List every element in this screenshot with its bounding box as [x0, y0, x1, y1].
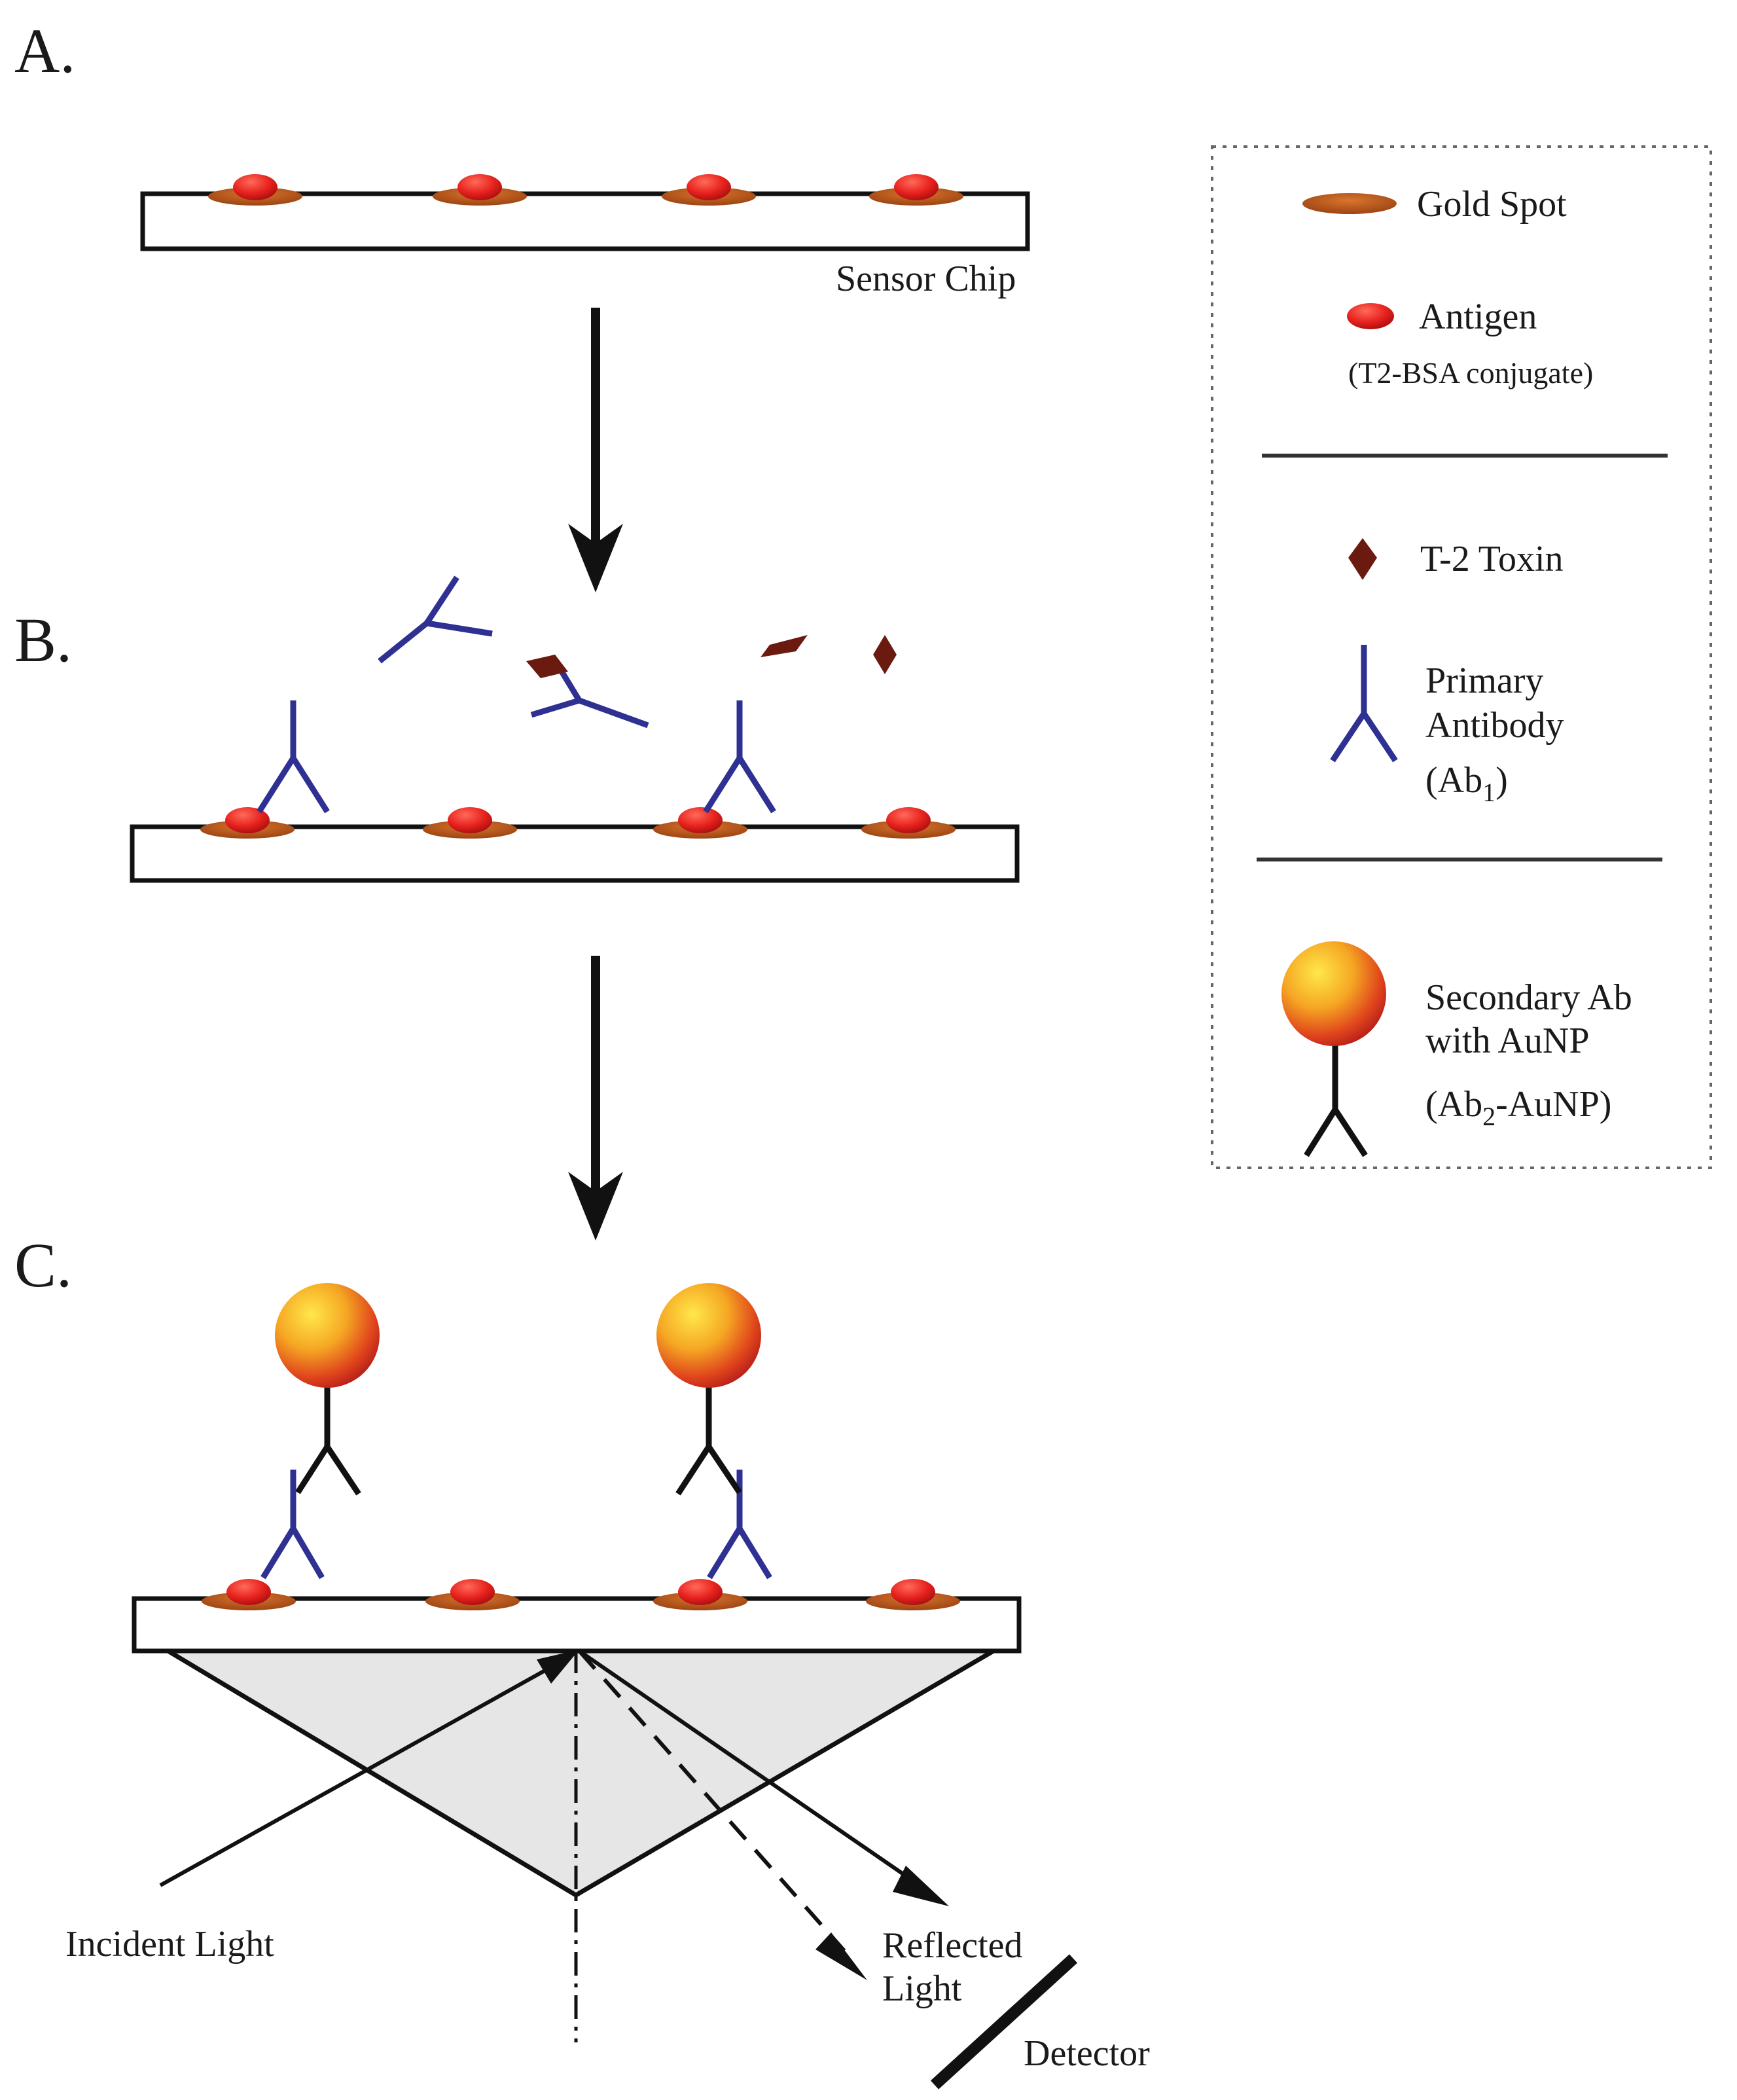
step-arrow-a-b	[568, 308, 623, 592]
legend-gold-spot: Gold Spot	[1417, 184, 1567, 225]
toxin-diamonds	[526, 635, 897, 678]
legend-antigen-sub: (T2-BSA conjugate)	[1348, 356, 1593, 389]
bound-complex-2	[656, 1283, 772, 1580]
panel-label-c: C.	[14, 1230, 72, 1300]
legend-antigen-icon	[1347, 303, 1394, 329]
reflected-light-label-2: Light	[882, 1968, 962, 2009]
legend: Gold Spot Antigen (T2-BSA conjugate) T-2…	[1211, 145, 1712, 1169]
legend-secondary-2: with AuNP	[1425, 1021, 1590, 1061]
legend-primary-2: Antibody	[1425, 705, 1564, 746]
legend-box	[1211, 145, 1712, 1169]
legend-primary-1: Primary	[1425, 661, 1543, 701]
sensor-chip-label: Sensor Chip	[836, 259, 1016, 299]
legend-primary-3: (Ab1)	[1425, 760, 1508, 807]
incident-light-label: Incident Light	[65, 1924, 274, 1964]
panel-label-a: A.	[14, 16, 75, 86]
legend-secondary-antibody-icon	[1281, 941, 1386, 1157]
detector-label: Detector	[1024, 2033, 1150, 2074]
free-antibody-1	[378, 575, 493, 664]
prism	[152, 1644, 1010, 2042]
reflected-light-ray	[578, 1649, 949, 1906]
legend-gold-spot-icon	[1302, 193, 1397, 214]
legend-secondary-1: Secondary Ab	[1425, 977, 1632, 1018]
legend-secondary-3: (Ab2-AuNP)	[1425, 1084, 1611, 1131]
sensor-chip-a	[140, 174, 1030, 251]
reflected-light-dashed	[577, 1650, 867, 1980]
incident-light-ray	[159, 1650, 579, 1887]
legend-primary-antibody-icon	[1330, 645, 1398, 763]
legend-toxin-icon	[1348, 538, 1377, 580]
legend-toxin: T-2 Toxin	[1420, 539, 1564, 579]
sensor-chip-c	[132, 1579, 1022, 1654]
legend-antigen: Antigen	[1419, 297, 1537, 337]
step-arrow-b-c	[568, 956, 623, 1240]
detector	[930, 1954, 1078, 2090]
aunp-1	[275, 1283, 380, 1388]
reflected-light-label-1: Reflected	[882, 1925, 1023, 1966]
panel-label-b: B.	[14, 605, 72, 675]
bound-complex-1	[260, 1283, 380, 1580]
sensor-chip-b	[130, 700, 1020, 883]
aunp-2	[656, 1283, 761, 1388]
